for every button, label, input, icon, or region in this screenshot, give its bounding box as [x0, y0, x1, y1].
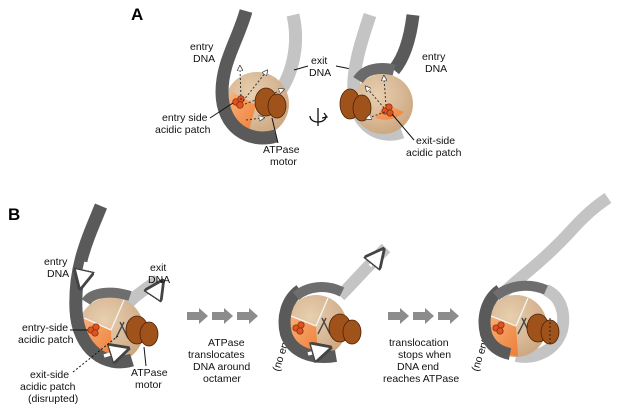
panel-b-stage2-nucleosome: [278, 243, 391, 357]
label-exit-dna-b1: exit DNA: [148, 262, 170, 286]
atpase-motor-b2-lobe-2: [342, 319, 362, 345]
panel-a-left-nucleosome: [215, 9, 302, 145]
label-entry-side-patch: entry side acidic patch: [155, 112, 211, 136]
entry-dna-strand-right: [388, 14, 420, 75]
label-atpase-motor-b1: ATPase motor: [131, 367, 171, 391]
dotted-arrows-right: [367, 78, 386, 118]
label-atpase-motor-a: ATPase motor: [263, 144, 303, 168]
exit-acidic-patch-icon: [381, 103, 394, 117]
rotation-icon: [309, 108, 329, 126]
entry-dna-strand: [215, 9, 278, 145]
exit-dna-strand-b3: [495, 193, 612, 301]
caption-step1: ATPase translocates DNA around octamer: [188, 337, 253, 385]
label-entry-dna-b1: entry DNA: [44, 256, 70, 280]
label-exit-side-patch-b1: exit-side acidic patch (disrupted): [20, 369, 78, 405]
acidic-patch-b3: [492, 321, 505, 335]
panel-b-stage3-nucleosome: [478, 193, 612, 363]
exit-dna-strand-b2: [335, 243, 391, 301]
exit-dna-arrow-b1: [150, 288, 158, 300]
transition-arrows-1: [187, 308, 258, 324]
atpase-motor-b1-lobe-2: [139, 321, 159, 347]
leader-exit-side-patch-a: [391, 113, 415, 141]
entry-dna-arrow-b1: [82, 261, 86, 280]
label-entry-side-patch-b1: entry-side acidic patch: [18, 322, 74, 346]
label-exit-side-patch-a: exit-side acidic patch: [406, 135, 462, 159]
panel-a-right-nucleosome: [339, 12, 420, 141]
dna-strand-b3: [478, 285, 512, 360]
panel-b-stage1-nucleosome: [69, 203, 159, 369]
label-entry-dna-1: entry DNA: [190, 41, 216, 65]
dotted-arrow-motor: [245, 118, 262, 120]
leader-atpase-motor-a: [271, 117, 279, 144]
leader-entry-side-patch: [209, 102, 234, 119]
leader-atpase-motor-b1: [143, 346, 147, 367]
acidic-patch-b2: [292, 321, 305, 335]
leader-exit-dna-left: [293, 65, 309, 71]
dotted-arrows: [240, 68, 282, 105]
caption-step2: translocation stops when DNA end reaches…: [383, 337, 459, 385]
atpase-motor-lobe-2: [267, 93, 287, 119]
label-exit-dna-a: exit DNA: [309, 55, 331, 79]
atpase-motor-right-lobe-2: [352, 94, 372, 122]
transition-arrows-2: [388, 308, 459, 324]
leader-exit-side-patch-b1: [72, 335, 119, 373]
panel-a-letter: A: [131, 5, 143, 24]
label-entry-dna-a-right: entry DNA: [422, 51, 448, 75]
panel-b-letter: B: [8, 205, 20, 224]
entry-side-patch-b1: [87, 323, 100, 337]
